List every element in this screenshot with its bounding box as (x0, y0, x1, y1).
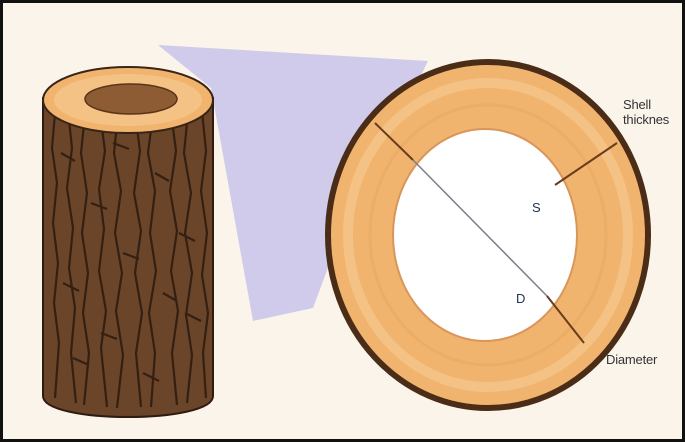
log-hollow (85, 84, 177, 114)
illustration (3, 3, 685, 442)
log-bark (43, 98, 213, 417)
diameter-label: Diameter (606, 352, 657, 367)
cross-section-hollow (393, 129, 577, 341)
cross-section (328, 62, 648, 408)
shell-thickness-label-line1: Shell (623, 97, 669, 112)
shell-thickness-label-line2: thicknes (623, 112, 669, 127)
shell-thickness-label: Shell thicknes (623, 97, 669, 127)
log-illustration (43, 67, 213, 417)
marker-s: S (532, 200, 541, 215)
marker-d: D (516, 291, 525, 306)
